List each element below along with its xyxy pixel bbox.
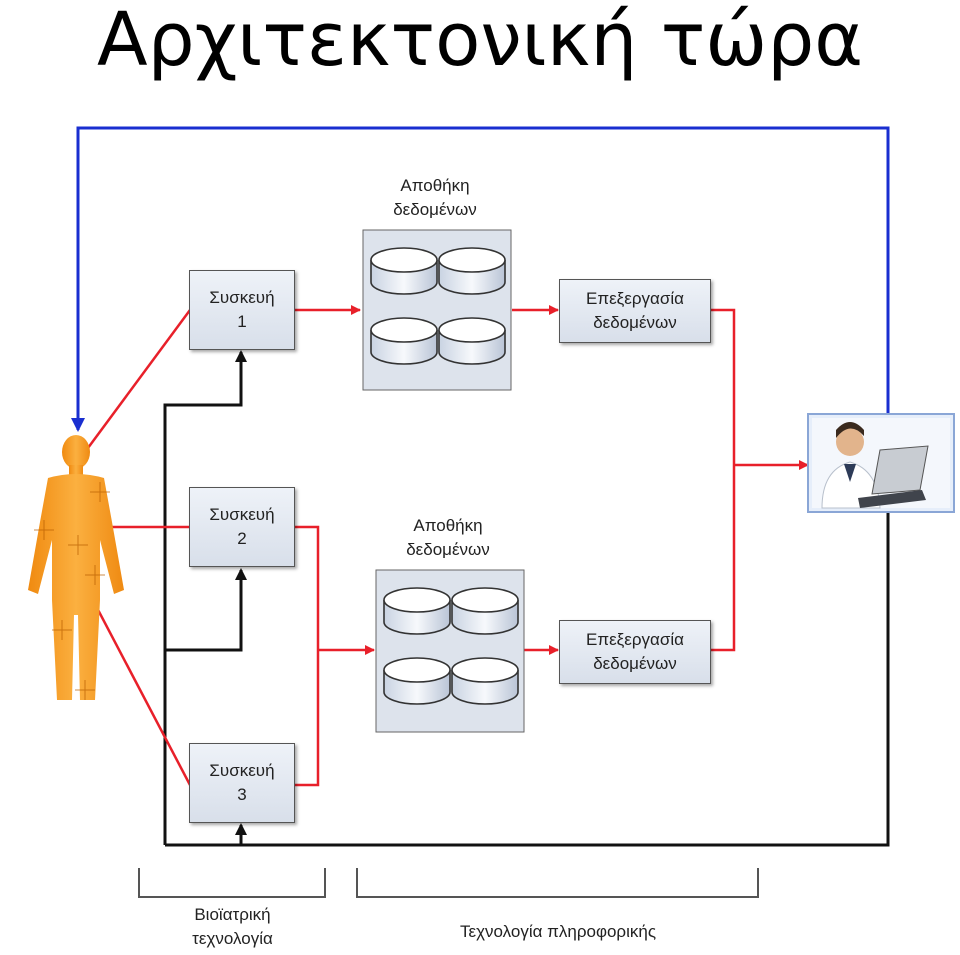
device-box-2: Συσκευή 2 — [189, 487, 295, 567]
processing-label-2: δεδομένων — [593, 313, 677, 332]
processing-label: Επεξεργασία — [586, 630, 684, 649]
biomedical-label-line2: τεχνολογία — [192, 929, 273, 948]
storage-label-line2: δεδομένων — [393, 200, 477, 219]
database-icon — [370, 247, 506, 365]
storage-unit-2 — [375, 569, 525, 733]
it-technology-label: Τεχνολογία πληροφορικής — [380, 920, 736, 944]
processing-label: Επεξεργασία — [586, 289, 684, 308]
device-label: Συσκευή — [209, 505, 275, 524]
storage-label-line1: Αποθήκη — [400, 176, 470, 195]
processing-box-2: Επεξεργασία δεδομένων — [559, 620, 711, 684]
page-title: Αρχιτεκτονική τώρα — [96, 0, 864, 83]
device-number: 2 — [237, 529, 247, 548]
device-box-1: Συσκευή 1 — [189, 270, 295, 350]
processing-label-2: δεδομένων — [593, 654, 677, 673]
device-number: 1 — [237, 312, 247, 331]
feedback-line — [71, 126, 890, 432]
storage-label-line1: Αποθήκη — [413, 516, 483, 535]
biomedical-technology-label: Βιοϊατρική τεχνολογία — [150, 903, 315, 951]
it-label: Τεχνολογία πληροφορικής — [459, 922, 657, 941]
storage-label-1: Αποθήκη δεδομένων — [355, 174, 515, 222]
processing-box-1: Επεξεργασία δεδομένων — [559, 279, 711, 343]
device-label: Συσκευή — [209, 761, 275, 780]
storage-label-2: Αποθήκη δεδομένων — [368, 514, 528, 562]
storage-unit-1 — [362, 229, 512, 391]
data-flow-lines — [295, 305, 809, 787]
database-icon — [383, 587, 519, 705]
network-lines — [163, 350, 890, 847]
storage-label-line2: δεδομένων — [406, 540, 490, 559]
device-label: Συσκευή — [209, 288, 275, 307]
biomedical-label-line1: Βιοϊατρική — [194, 905, 271, 924]
brackets — [138, 868, 759, 898]
device-number: 3 — [237, 785, 247, 804]
device-box-3: Συσκευή 3 — [189, 743, 295, 823]
sensor-lines — [83, 309, 192, 786]
human-body-icon — [28, 435, 124, 700]
doctor-photo — [807, 413, 955, 513]
